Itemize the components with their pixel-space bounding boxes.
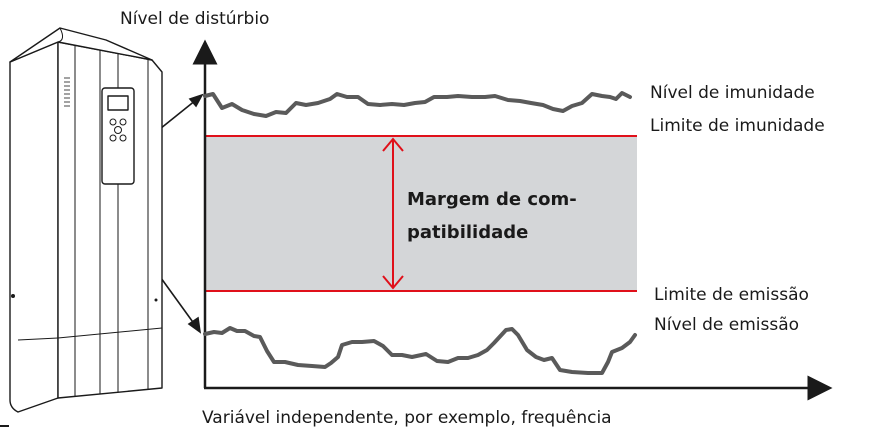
pointer-lines — [134, 93, 204, 334]
immunity-level-curve — [203, 91, 632, 118]
immunity-limit-label: Limite de imunidade — [650, 116, 825, 136]
emission-level-curve — [203, 326, 637, 375]
immunity-level-label: Nível de imunidade — [650, 83, 815, 103]
emission-level-label: Nível de emissão — [654, 315, 799, 335]
emission-limit-label: Limite de emissão — [654, 285, 809, 305]
corner-mark — [0, 425, 9, 427]
compatibility-margin-band — [205, 136, 637, 291]
x-axis-label: Variável independente, por exemplo, freq… — [202, 408, 612, 428]
margin-arrow — [382, 137, 404, 290]
margin-label-line2: patibilidade — [407, 222, 528, 243]
frequency-drive-cabinet-icon — [9, 27, 163, 413]
margin-label-line1: Margem de com- — [407, 189, 577, 210]
y-axis-label: Nível de distúrbio — [120, 9, 269, 29]
